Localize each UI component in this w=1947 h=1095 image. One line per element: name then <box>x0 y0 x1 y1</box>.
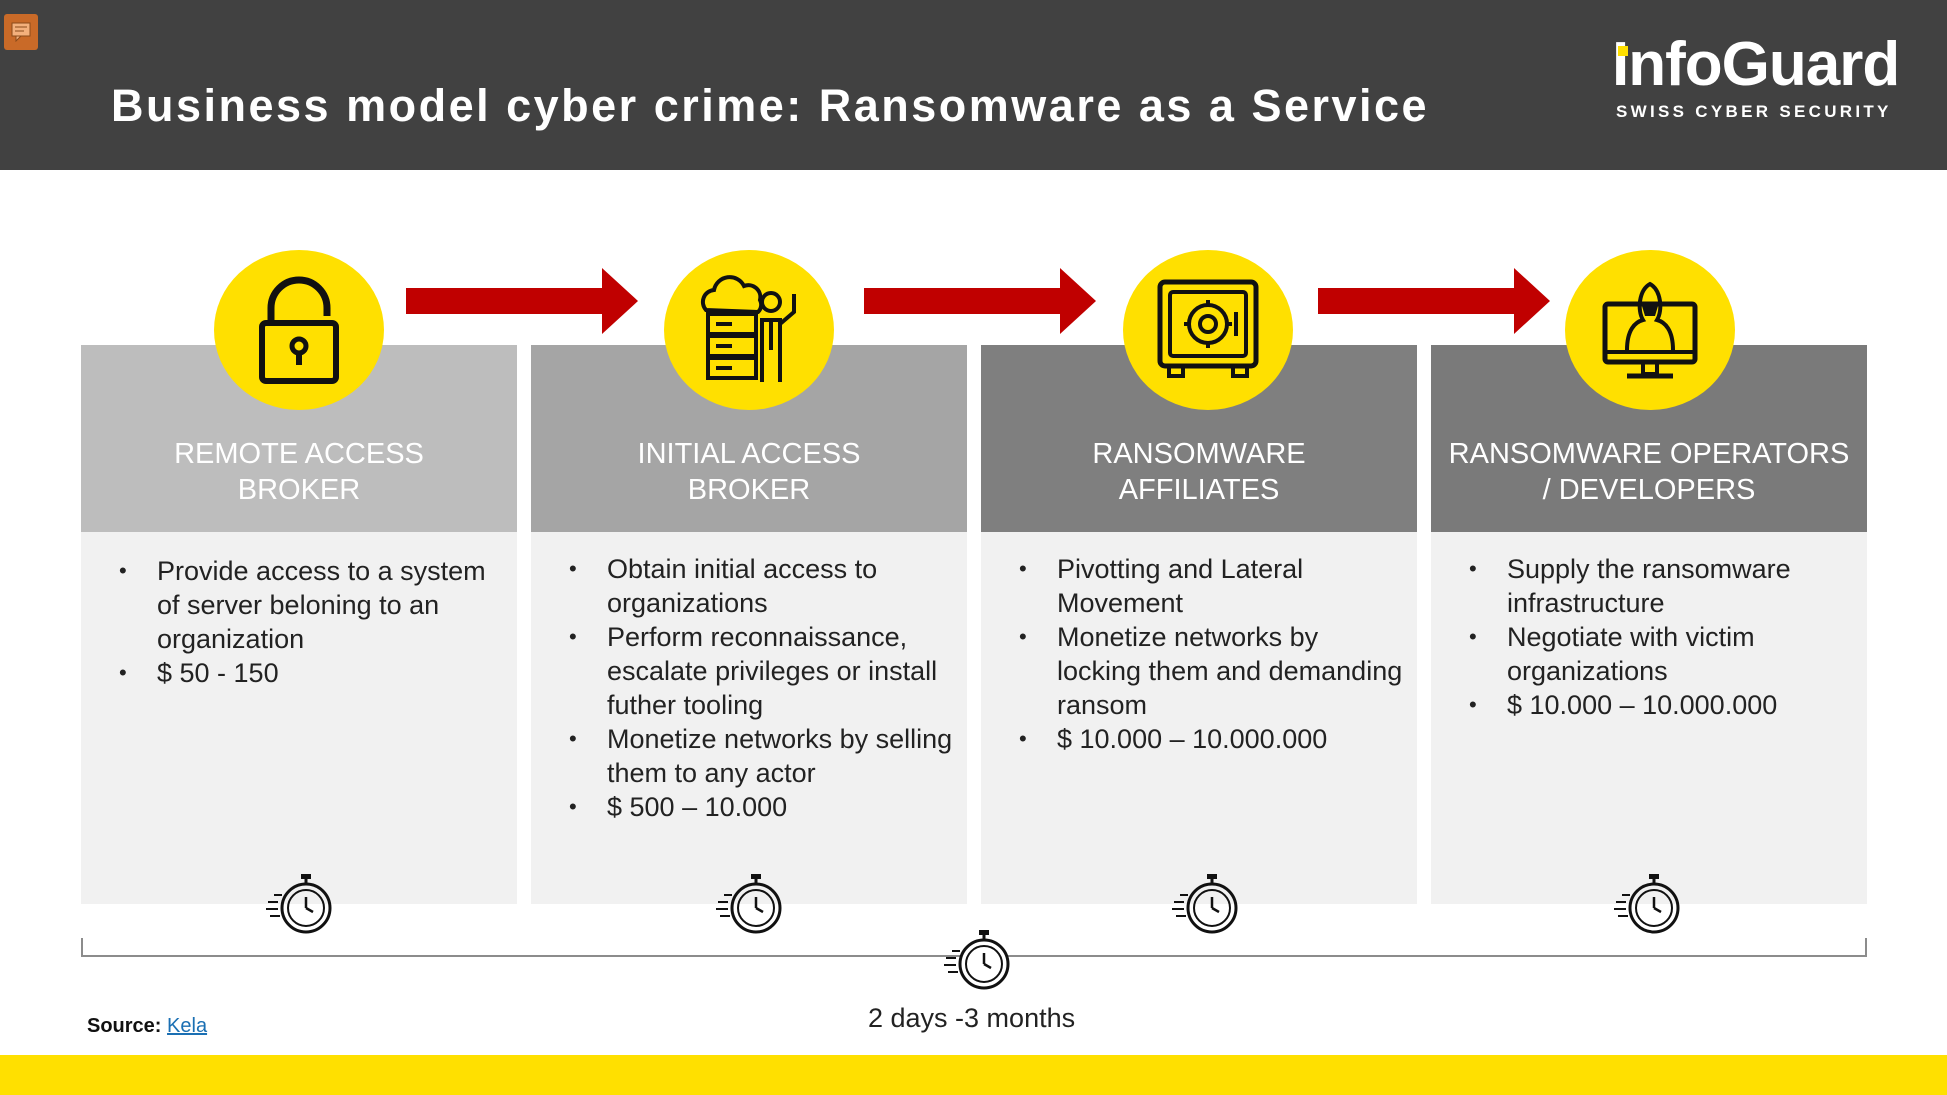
bullet-item: Pivotting and Lateral Movement <box>981 552 1417 620</box>
bullet-item: $ 50 - 150 <box>81 656 517 690</box>
hacker-monitor-icon <box>1602 281 1698 379</box>
padlock-icon <box>259 276 339 384</box>
column-title: RANSOMWARE AFFILIATES <box>1092 438 1306 506</box>
column-body-initial-access-broker: Obtain initial access to organizations P… <box>531 532 967 904</box>
stopwatch-icon <box>266 874 332 934</box>
stopwatch-icon <box>1172 874 1238 934</box>
stopwatch-icon <box>944 930 1010 990</box>
icon-circle-initial-access-broker <box>664 250 834 410</box>
column-body-remote-access-broker: Provide access to a system of server bel… <box>81 532 517 904</box>
source-label: Source: <box>87 1015 162 1037</box>
server-cloud-person-icon <box>700 275 796 382</box>
bullet-item: Obtain initial access to organizations <box>531 552 967 620</box>
safe-icon <box>1157 279 1259 378</box>
column-body-ransomware-operators: Supply the ransomware infrastructure Neg… <box>1431 532 1867 904</box>
column-body-ransomware-affiliates: Pivotting and Lateral Movement Monetize … <box>981 532 1417 904</box>
bullet-list: Provide access to a system of server bel… <box>81 532 517 690</box>
bullet-item: $ 10.000 – 10.000.000 <box>1431 688 1867 722</box>
icon-circle-ransomware-operators <box>1565 250 1735 410</box>
icon-circle-remote-access-broker <box>214 250 384 410</box>
logo-tagline: SWISS CYBER SECURITY <box>1616 102 1892 121</box>
page-title: Business model cyber crime: Ransomware a… <box>111 80 1430 131</box>
column-title: REMOTE ACCESS BROKER <box>174 438 424 506</box>
header-bar <box>0 0 1947 170</box>
bullet-list: Pivotting and Lateral Movement Monetize … <box>981 532 1417 756</box>
flow-arrow-2 <box>864 268 1096 334</box>
bullet-item: Monetize networks by selling them to any… <box>531 722 967 790</box>
icon-circle-ransomware-affiliates <box>1123 250 1293 410</box>
source-link[interactable]: Kela <box>167 1015 208 1037</box>
bullet-item: Supply the ransomware infrastructure <box>1431 552 1867 620</box>
column-title: RANSOMWARE OPERATORS / DEVELOPERS <box>1448 438 1850 506</box>
bullet-item: $ 500 – 10.000 <box>531 790 967 824</box>
source-note: Source: Kela <box>87 1015 207 1038</box>
comment-icon[interactable] <box>4 14 38 50</box>
bullet-item: Negotiate with victim organizations <box>1431 620 1867 688</box>
bullet-list: Supply the ransomware infrastructure Neg… <box>1431 532 1867 722</box>
flow-arrow-3 <box>1318 268 1550 334</box>
flow-arrow-1 <box>406 268 638 334</box>
infoguard-logo: InfoGuard <box>1612 30 1900 99</box>
bullet-item: Monetize networks by locking them and de… <box>981 620 1417 722</box>
logo-accent-dot <box>1618 46 1628 56</box>
footer-bar <box>0 1055 1947 1095</box>
bullet-item: Perform reconnaissance, escalate privile… <box>531 620 967 722</box>
stopwatch-icon <box>716 874 782 934</box>
bullet-item: $ 10.000 – 10.000.000 <box>981 722 1417 756</box>
timeline-duration: 2 days -3 months <box>868 1003 1076 1033</box>
bullet-item: Provide access to a system of server bel… <box>81 554 517 656</box>
column-title: INITIAL ACCESS BROKER <box>637 438 861 506</box>
stopwatch-icon <box>1614 874 1680 934</box>
bullet-list: Obtain initial access to organizations P… <box>531 532 967 824</box>
